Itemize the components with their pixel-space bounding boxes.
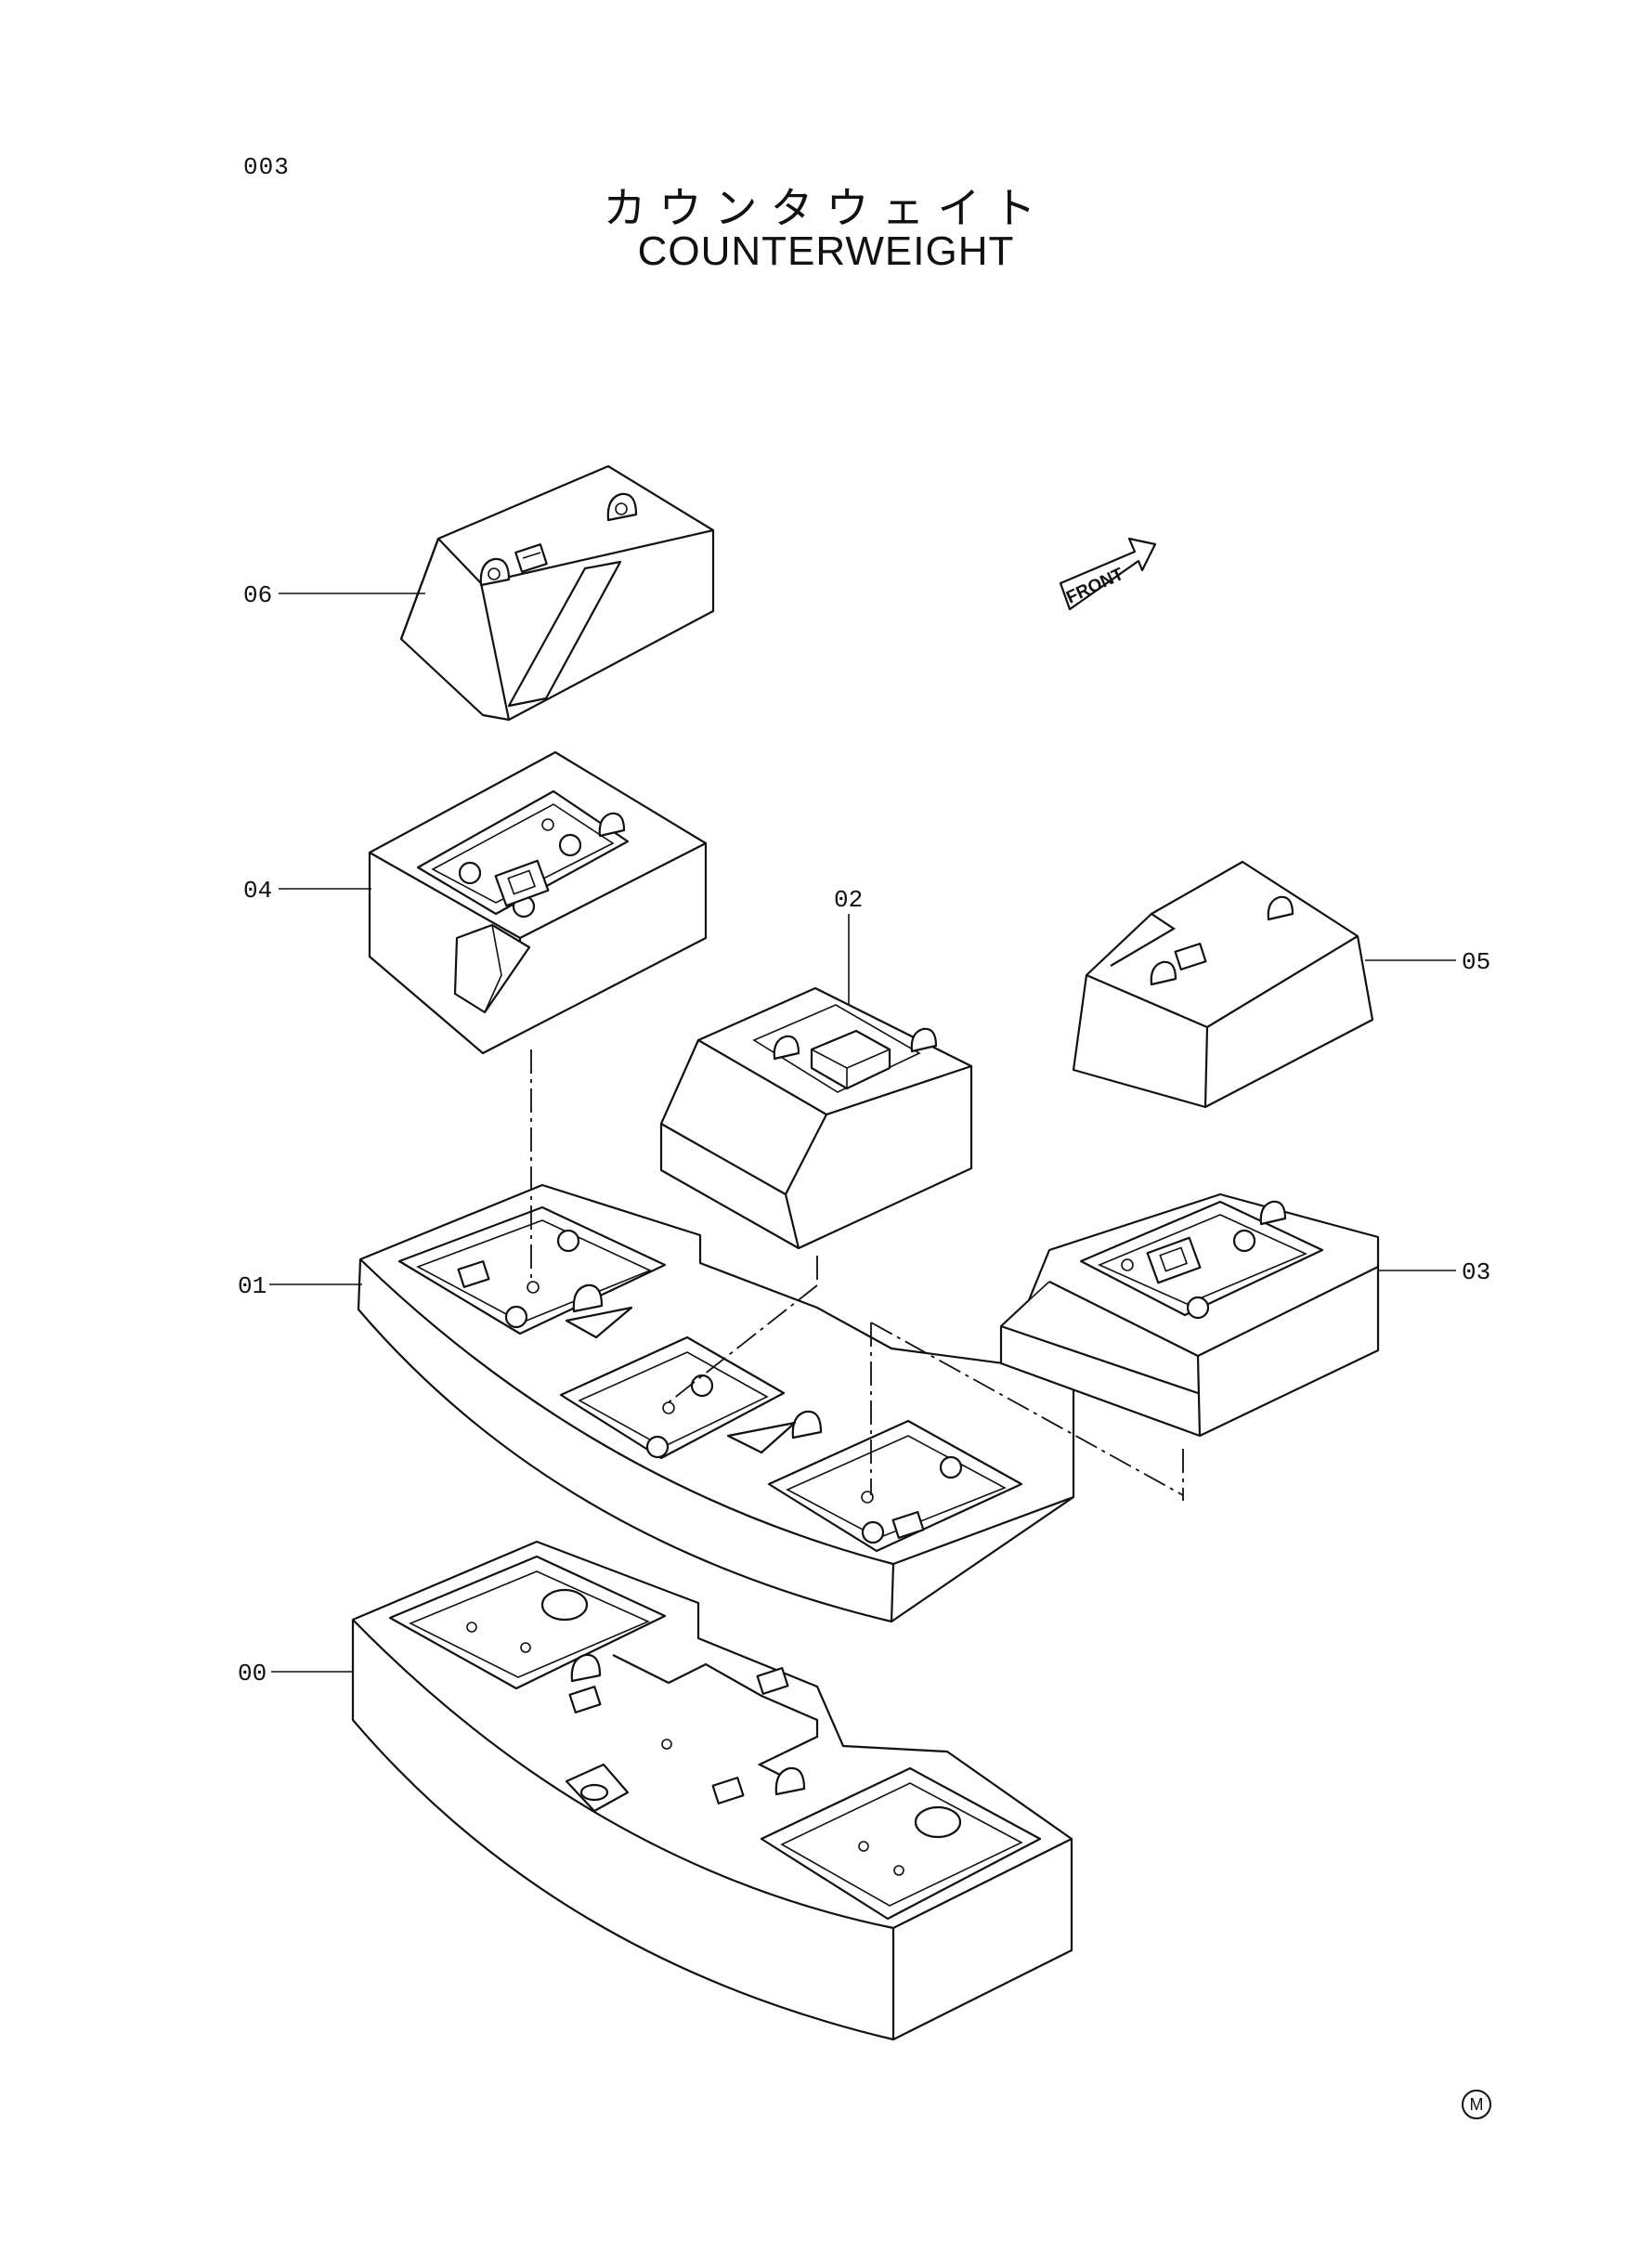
part-01: [357, 1183, 1075, 1623]
title-english: COUNTERWEIGHT: [637, 228, 1015, 274]
corner-mark: M: [1462, 2090, 1491, 2119]
part-02: [659, 986, 973, 1250]
callout-label-03: 03: [1462, 1258, 1490, 1286]
callout-00: 00: [238, 1660, 353, 1687]
title-japanese: カウンタウェイト: [603, 183, 1049, 233]
callout-02: 02: [834, 886, 863, 1005]
part-03: [999, 1192, 1380, 1438]
part-05: [1072, 860, 1374, 1109]
callout-label-01: 01: [238, 1272, 267, 1300]
callout-label-00: 00: [238, 1660, 267, 1687]
callout-04: 04: [243, 877, 371, 905]
part-06: [399, 464, 715, 722]
page-number: 003: [243, 153, 290, 181]
part-04: [368, 750, 708, 1055]
alignment-lines: [530, 1049, 1184, 1501]
callout-06: 06: [243, 581, 425, 609]
callout-label-06: 06: [243, 581, 272, 609]
front-arrow-icon: FRONT: [1059, 537, 1157, 611]
callout-05: 05: [1365, 948, 1490, 976]
callout-label-05: 05: [1462, 948, 1490, 976]
part-00: [351, 1540, 1073, 2041]
callout-01: 01: [238, 1272, 362, 1300]
callout-03: 03: [1378, 1258, 1490, 1286]
callout-label-04: 04: [243, 877, 272, 905]
callout-label-02: 02: [834, 886, 863, 914]
